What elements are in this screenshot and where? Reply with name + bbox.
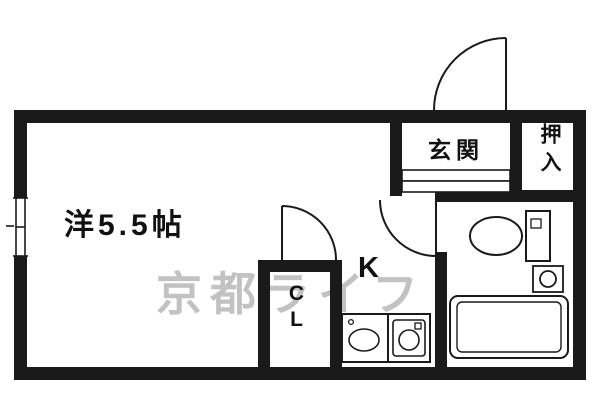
entrance-door-arc-icon bbox=[433, 37, 507, 111]
bathroom-door-arc-icon bbox=[379, 199, 437, 257]
wall-bottom bbox=[14, 367, 586, 380]
wall-right bbox=[573, 110, 586, 380]
wall-entrance-oshiire-divider bbox=[510, 110, 522, 192]
kitchen-sink-icon bbox=[341, 313, 389, 363]
room-label-closet: CL bbox=[285, 282, 308, 334]
toilet-icon bbox=[469, 210, 551, 262]
wall-closet-left bbox=[258, 260, 270, 380]
entrance-steps-icon bbox=[401, 169, 511, 193]
wall-left-lower bbox=[14, 256, 27, 380]
watermark-text: 京都ライフ bbox=[156, 268, 426, 320]
room-label-kitchen: K bbox=[358, 252, 379, 284]
room-door-arc-icon bbox=[281, 205, 337, 261]
bathtub-icon bbox=[449, 295, 569, 359]
wall-bathroom-top bbox=[435, 190, 586, 202]
wall-closet-right bbox=[330, 260, 342, 380]
walls bbox=[14, 110, 586, 380]
wall-closet-top bbox=[258, 260, 342, 272]
room-label-entrance: 玄関 bbox=[428, 137, 484, 163]
wall-bathroom-left bbox=[435, 252, 447, 380]
wall-top bbox=[14, 110, 586, 123]
stove-icon bbox=[387, 313, 431, 363]
room-label-oshiire: 押入 bbox=[538, 123, 561, 179]
window-icon bbox=[6, 197, 28, 257]
wall-entrance-left bbox=[390, 110, 402, 196]
wall-left-upper bbox=[14, 110, 27, 198]
washbasin-icon bbox=[532, 265, 564, 293]
room-label-main: 洋5.5帖 bbox=[64, 209, 186, 242]
